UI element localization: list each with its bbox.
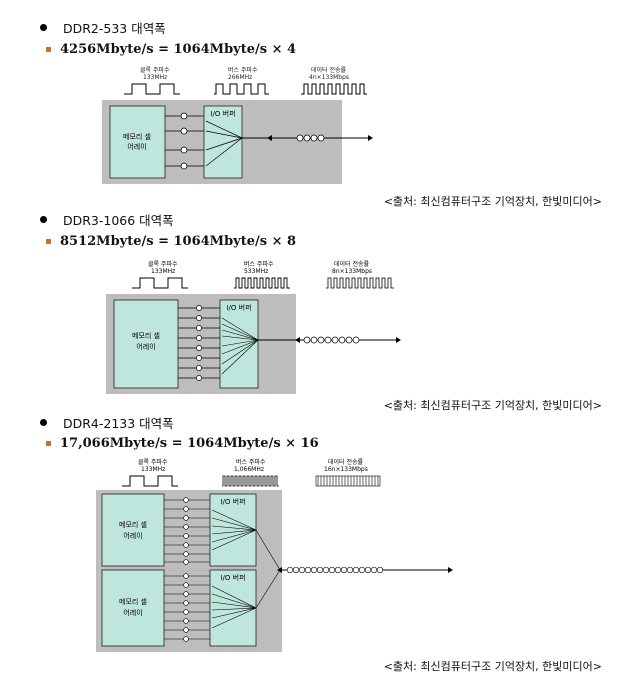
bullet-ddr2: DDR2-533 대역폭 [40, 18, 166, 37]
arrow-head-right [448, 567, 453, 573]
data-label: 데이터 전송률 [311, 66, 347, 74]
io-label: I/O 버퍼 [210, 109, 235, 118]
memory-cell-array-lower [101, 569, 165, 647]
mux-lines [205, 120, 243, 167]
data-label: 데이터 전송률 [328, 458, 364, 466]
memory-label-2: 어레이 [123, 608, 142, 617]
clock-freq: 133MHz [143, 74, 167, 81]
formula-text: 4256Mbyte/s = 1064Mbyte/s × 4 [60, 42, 297, 57]
arrow-head-left [295, 337, 300, 343]
formula-ddr4: 17,066Mbyte/s = 1064Mbyte/s × 16 [46, 436, 319, 451]
memory-label-2: 어레이 [127, 142, 146, 151]
bus-label: 버스 주파수 [228, 66, 258, 74]
data-waveform-ticks [317, 476, 379, 486]
data-rate: 16n×133Mbps [324, 466, 368, 473]
square-bullet-icon [46, 441, 51, 446]
lanes [178, 305, 220, 381]
io-label: I/O 버퍼 [220, 497, 245, 506]
bullet-text: DDR3-1066 대역폭 [63, 213, 174, 228]
square-bullet-icon [46, 239, 51, 244]
formula-ddr2: 4256Mbyte/s = 1064Mbyte/s × 4 [46, 42, 296, 57]
bullet-ddr3: DDR3-1066 대역폭 [40, 210, 174, 229]
bus-freq: 1,066MHz [234, 466, 264, 473]
source-ddr3: <출처: 최신컴퓨터구조 기억장치, 한빛미디어> [383, 399, 602, 412]
output-beads [303, 336, 360, 344]
clock-waveform [122, 475, 178, 487]
memory-label-1: 메모리 셀 [132, 331, 160, 340]
data-rate: 4n×133Mbps [309, 74, 349, 81]
arrow-head-left [277, 567, 282, 573]
arrow-head-right [368, 135, 373, 141]
bullet-text: DDR2-533 대역폭 [63, 21, 166, 36]
clock-label: 클록 주파수 [140, 66, 170, 74]
mux-lines [211, 509, 281, 629]
io-label: I/O 버퍼 [220, 573, 245, 582]
arrow-head-left [267, 135, 272, 141]
bullet-text: DDR4-2133 대역폭 [63, 416, 174, 431]
mux-lines [221, 317, 259, 375]
memory-cell-array [109, 105, 166, 179]
io-buffer [203, 105, 243, 179]
bus-label: 버스 주파수 [244, 260, 274, 268]
lanes-lower [164, 573, 210, 642]
memory-label-1: 메모리 셀 [123, 132, 151, 141]
clock-label: 클록 주파수 [138, 458, 168, 466]
clock-waveform [132, 277, 188, 289]
bullet-dot [40, 24, 47, 31]
memory-label-2: 어레이 [136, 342, 155, 351]
output-beads [296, 134, 325, 142]
data-waveform [301, 83, 367, 95]
lanes-upper [164, 497, 210, 565]
ddr3-diagram: 클록 주파수 133MHz 버스 주파수 533MHz 데이터 전송률 8n×1… [106, 260, 401, 394]
source-ddr4: <출처: 최신컴퓨터구조 기억장치, 한빛미디어> [383, 660, 602, 673]
source-ddr2: <출처: 최신컴퓨터구조 기억장치, 한빛미디어> [383, 195, 602, 208]
bus-waveform [222, 475, 279, 487]
memory-cell-array [113, 299, 179, 389]
data-waveform [326, 277, 394, 289]
bus-waveform [234, 277, 290, 289]
output-beads [286, 566, 384, 574]
clock-waveform [124, 83, 180, 95]
memory-label-1: 메모리 셀 [119, 520, 147, 529]
clock-freq: 133MHz [141, 466, 165, 473]
clock-freq: 133MHz [151, 268, 175, 275]
bus-freq: 266MHz [228, 74, 252, 81]
arrow-head-right [396, 337, 401, 343]
bus-label: 버스 주파수 [236, 458, 266, 466]
formula-text: 8512Mbyte/s = 1064Mbyte/s × 8 [60, 234, 297, 249]
io-label: I/O 버퍼 [226, 303, 251, 312]
bullet-dot [40, 419, 47, 426]
bus-waveform [214, 83, 269, 95]
clock-label: 클록 주파수 [148, 260, 178, 268]
memory-cell-array-upper [101, 493, 165, 567]
bullet-ddr4: DDR4-2133 대역폭 [40, 413, 174, 432]
square-bullet-icon [46, 47, 51, 52]
memory-label-1: 메모리 셀 [119, 597, 147, 606]
data-label: 데이터 전송률 [334, 260, 370, 268]
formula-text: 17,066Mbyte/s = 1064Mbyte/s × 16 [60, 436, 319, 451]
ddr4-diagram: 클록 주파수 133MHz 버스 주파수 1,066MHz 데이터 전송률 16… [96, 458, 453, 652]
lanes [165, 112, 204, 170]
io-buffer-lower [209, 569, 257, 647]
ddr2-diagram: 클록 주파수 133MHz 버스 주파수 266MHz 데이터 전송률 4n×1… [102, 66, 373, 184]
formula-ddr3: 8512Mbyte/s = 1064Mbyte/s × 8 [46, 234, 296, 249]
bus-freq: 533MHz [244, 268, 268, 275]
memory-label-2: 어레이 [123, 531, 142, 540]
bullet-dot [40, 216, 47, 223]
data-rate: 8n×133Mbps [332, 268, 372, 275]
